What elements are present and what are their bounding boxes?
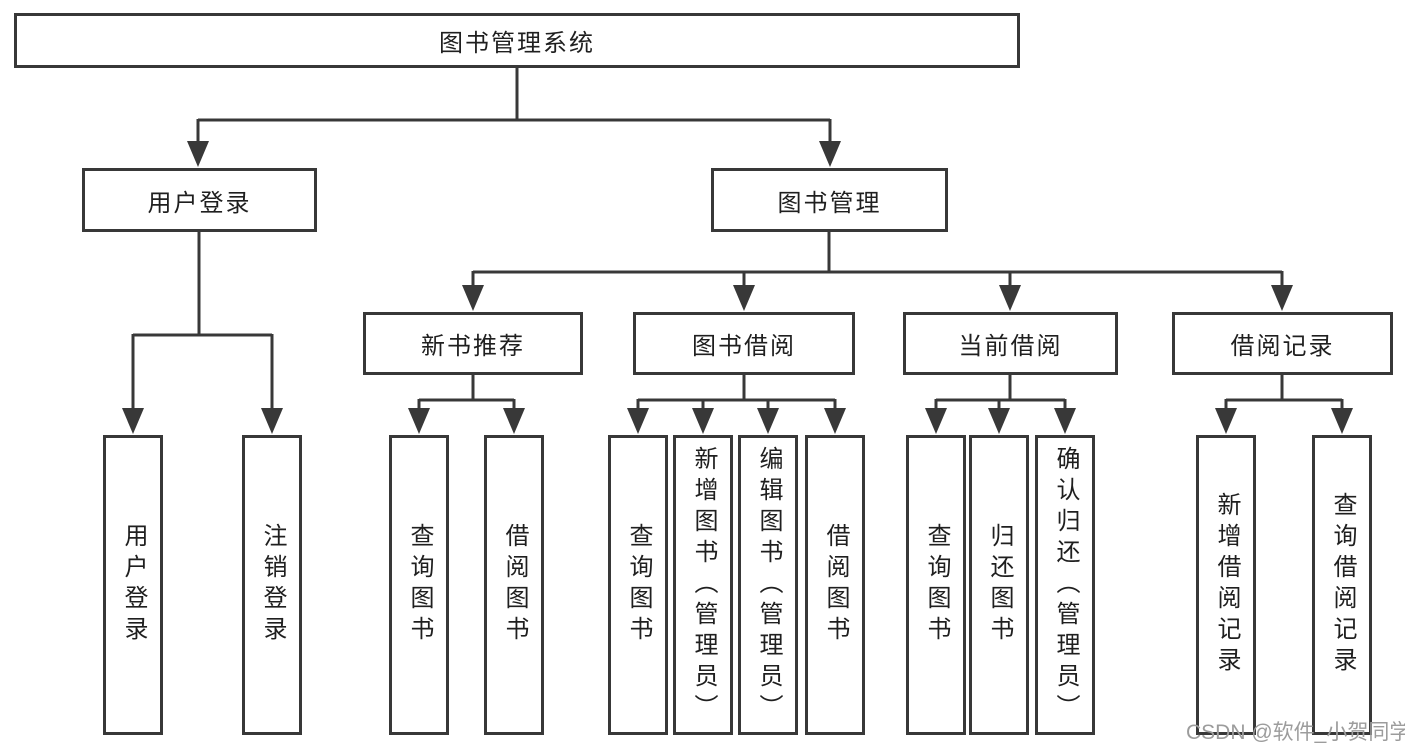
node-query-books-current: 查询图书 [906,435,966,735]
node-logout-label: 注销登录 [259,523,286,647]
node-add-borrow-record: 新增借阅记录 [1196,435,1256,735]
node-query-borrow-record-label: 查询借阅记录 [1329,492,1356,678]
node-user-login: 用户登录 [82,168,317,232]
node-query-books-borrowing-label: 查询图书 [625,523,652,647]
node-logout: 注销登录 [242,435,302,735]
node-book-management: 图书管理 [711,168,948,232]
node-query-books-current-label: 查询图书 [923,523,950,647]
node-new-book-recommend-label: 新书推荐 [421,333,525,360]
node-query-books-recommend-label: 查询图书 [406,523,433,647]
node-edit-books-admin: 编辑图书（管理员） [738,435,798,735]
node-add-borrow-record-label: 新增借阅记录 [1213,492,1240,678]
node-return-books-label: 归还图书 [986,523,1013,647]
node-query-books-borrowing: 查询图书 [608,435,668,735]
node-borrow-books-leaf-label: 借阅图书 [822,523,849,647]
node-edit-books-admin-label: 编辑图书（管理员） [755,445,782,725]
csdn-watermark: CSDN @软件_小贺同学 [1186,721,1405,744]
node-borrow-books-recommend: 借阅图书 [484,435,544,735]
node-book-borrowing-label: 图书借阅 [692,333,796,360]
node-confirm-return-admin-label: 确认归还（管理员） [1052,445,1079,725]
node-current-borrowing-label: 当前借阅 [958,333,1063,360]
node-library-system: 图书管理系统 [14,13,1020,68]
node-user-login-label: 用户登录 [147,189,252,217]
node-query-borrow-record: 查询借阅记录 [1312,435,1372,735]
arrowheads [122,141,1353,434]
node-book-borrowing: 图书借阅 [633,312,855,375]
node-new-book-recommend: 新书推荐 [363,312,583,375]
node-borrow-books-leaf: 借阅图书 [805,435,865,735]
node-library-system-label: 图书管理系统 [439,30,595,57]
node-confirm-return-admin: 确认归还（管理员） [1035,435,1095,735]
node-borrowing-records: 借阅记录 [1172,312,1393,375]
node-user-login-leaf: 用户登录 [103,435,163,735]
node-add-books-admin-label: 新增图书（管理员） [690,445,717,725]
node-query-books-recommend: 查询图书 [389,435,449,735]
node-book-management-label: 图书管理 [777,189,882,217]
node-borrow-books-recommend-label: 借阅图书 [501,523,528,647]
node-return-books: 归还图书 [969,435,1029,735]
node-user-login-leaf-label: 用户登录 [120,523,147,647]
node-borrowing-records-label: 借阅记录 [1230,333,1335,360]
node-add-books-admin: 新增图书（管理员） [673,435,733,735]
node-current-borrowing: 当前借阅 [903,312,1118,375]
